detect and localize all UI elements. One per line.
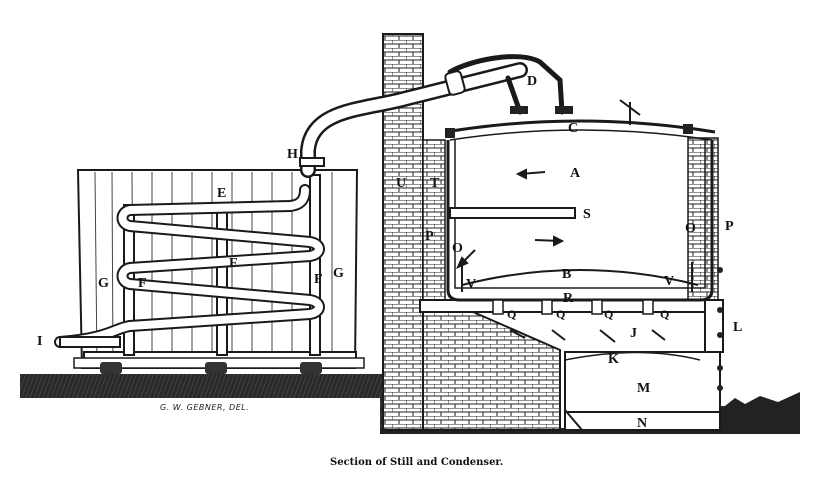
outlet-pipe [59,336,121,348]
label-K: K [608,352,619,367]
label-L: L [733,320,742,335]
label-F-mid: F [229,256,238,271]
label-T: T [430,176,440,191]
label-F-left: F [138,276,147,291]
label-A: A [570,166,581,181]
label-V-right: V [664,274,674,289]
label-P-right: P [725,219,734,234]
condenser-coil [54,184,325,348]
label-U: U [396,176,406,191]
label-E: E [217,186,226,201]
label-G-right: G [333,266,344,281]
label-C: C [568,121,578,136]
label-J: J [630,326,637,341]
vapor-pipe [299,54,573,178]
label-D: D [527,74,537,89]
label-P-left: P [425,229,434,244]
label-G-left: G [98,276,109,291]
label-R: R [563,291,574,306]
label-Q-1: Q [507,307,516,321]
label-Q-2: Q [556,307,565,321]
label-S: S [583,207,591,222]
firebox [564,267,724,431]
label-Q-4: Q [660,307,669,321]
label-M: M [637,381,650,396]
label-N: N [637,416,647,431]
label-Q-3: Q [604,307,613,321]
illustrator-credit: G. W. GEBNER, DEL. [160,403,249,412]
label-I: I [37,334,42,349]
label-O-right: O [685,221,696,236]
still-body [444,99,716,343]
label-F-right: F [314,272,323,287]
label-V-left: V [466,277,476,292]
figure-caption: Section of Still and Condenser. [330,457,503,468]
label-B: B [562,267,571,282]
label-H: H [287,147,298,162]
label-O-left: O [452,241,463,256]
diagram-labels: A B C D E F F F G G H I J K L M N O O P … [37,74,742,431]
